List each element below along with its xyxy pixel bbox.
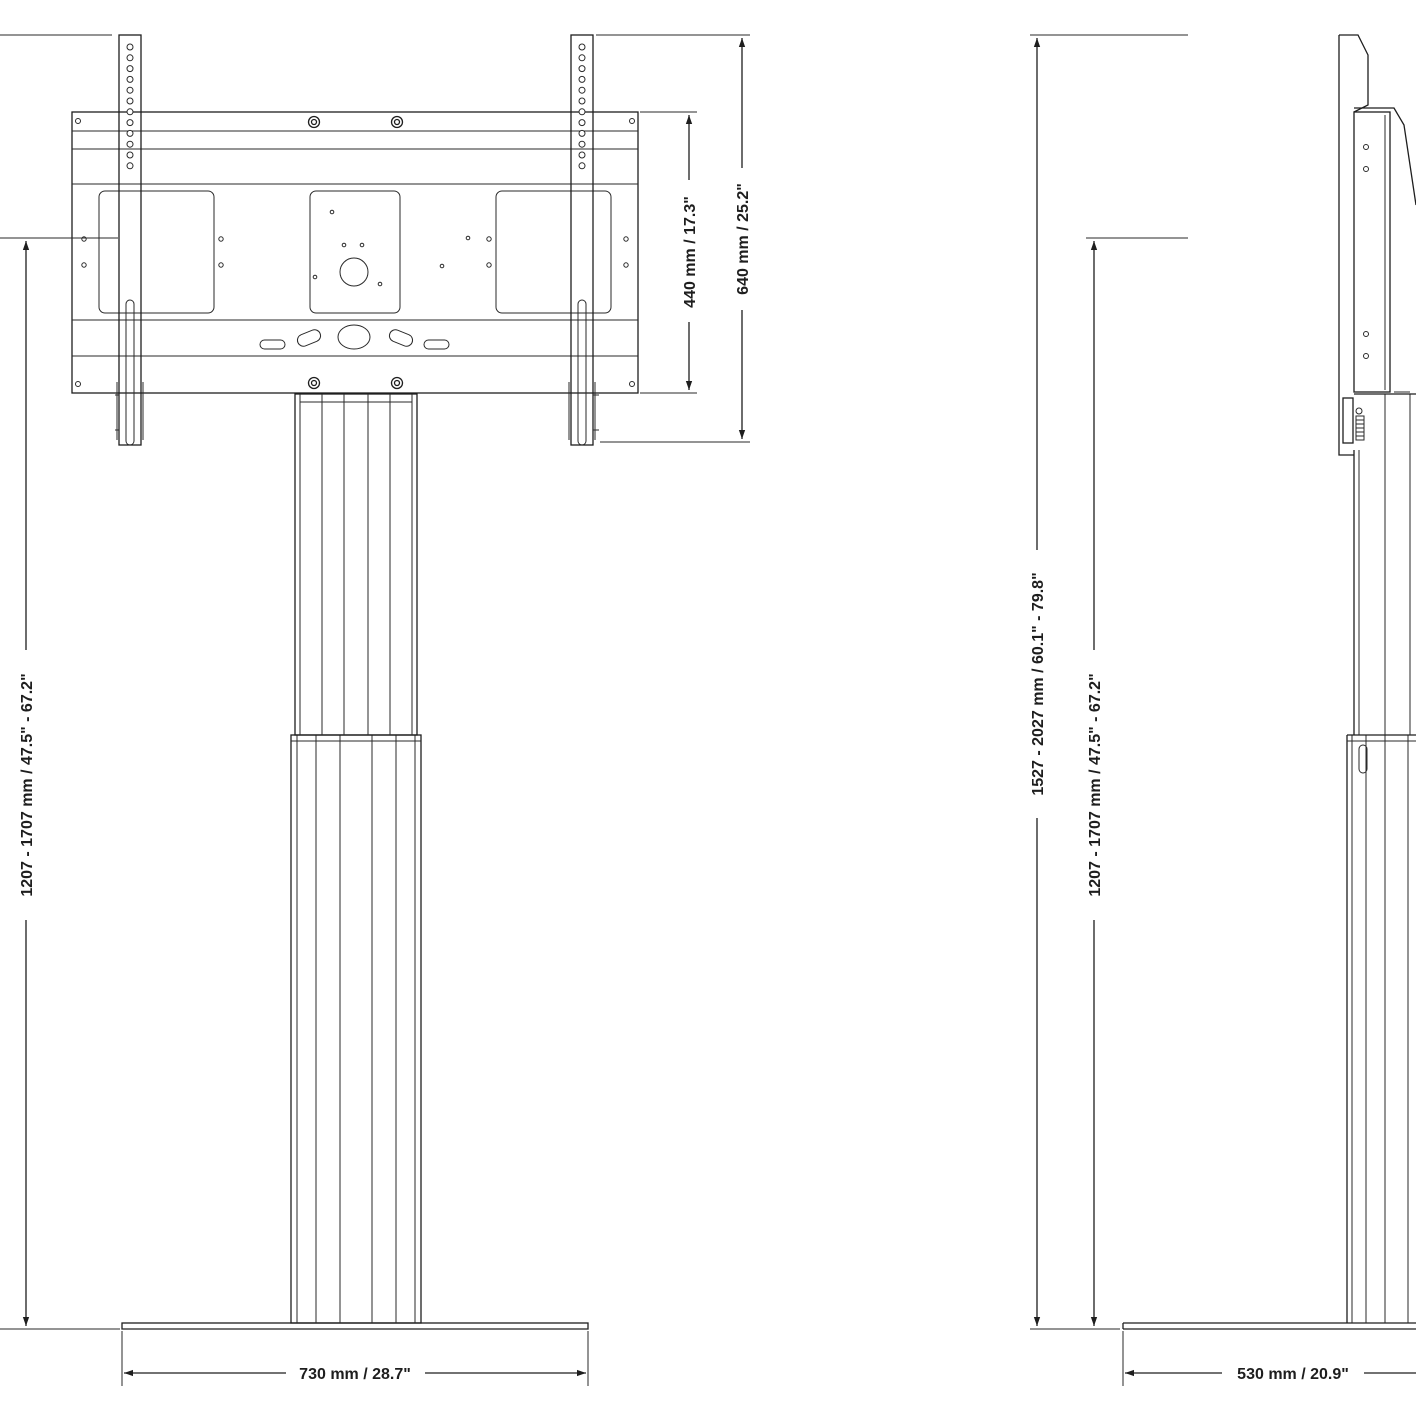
bracket-hole	[578, 54, 586, 62]
bracket-hole	[126, 151, 134, 159]
front-base-width-dimension: 730 mm / 28.7"	[121, 1331, 589, 1386]
side-overall-height-label: 1527 - 2027 mm / 60.1" - 79.8"	[1030, 572, 1047, 795]
front-mount-plate	[71, 111, 639, 394]
front-bolts	[307, 115, 404, 390]
bracket-hole	[578, 162, 586, 170]
bracket-hole	[126, 75, 134, 83]
bracket-hole	[126, 97, 134, 105]
front-column	[290, 393, 422, 1324]
front-height-dimension: 1207 - 1707 mm / 47.5" - 67.2"	[0, 34, 120, 1330]
side-base-plate	[1122, 1322, 1416, 1330]
bracket-hole	[578, 43, 586, 51]
bracket-hole	[126, 129, 134, 137]
side-base-depth-label: 530 mm / 20.9"	[1237, 1366, 1349, 1383]
front-base-plate	[121, 1322, 589, 1330]
bracket-hole	[126, 108, 134, 116]
bracket-holes	[126, 43, 586, 170]
bracket-hole	[578, 97, 586, 105]
bracket-hole	[578, 129, 586, 137]
bracket-hole	[578, 86, 586, 94]
side-overall-height-dimension: 1527 - 2027 mm / 60.1" - 79.8"	[1030, 34, 1188, 1330]
front-height-label: 1207 - 1707 mm / 47.5" - 67.2"	[19, 673, 36, 896]
front-right-bracket	[568, 34, 599, 446]
bracket-height-label: 640 mm / 25.2"	[735, 183, 752, 295]
front-base-width-label: 730 mm / 28.7"	[299, 1366, 411, 1383]
bracket-hole	[126, 65, 134, 73]
bracket-hole	[578, 65, 586, 73]
bracket-hole	[578, 140, 586, 148]
bracket-hole	[126, 140, 134, 148]
bracket-height-dimension: 640 mm / 25.2"	[596, 34, 752, 443]
bracket-hole	[578, 75, 586, 83]
front-view: 730 mm / 28.7" 1207 - 1707 mm / 47.5" - …	[0, 34, 752, 1386]
side-height-dimension: 1207 - 1707 mm / 47.5" - 67.2"	[1086, 237, 1188, 1326]
bracket-hole	[578, 151, 586, 159]
side-screen-bracket	[1338, 34, 1416, 456]
bracket-hole	[126, 54, 134, 62]
bracket-hole	[578, 119, 586, 127]
side-view: 1527 - 2027 mm / 60.1" - 79.8" 1207 - 17…	[1030, 34, 1416, 1386]
bracket-hole	[578, 108, 586, 116]
front-left-bracket	[115, 34, 144, 446]
bracket-hole	[126, 86, 134, 94]
bracket-hole	[126, 43, 134, 51]
bracket-hole	[126, 162, 134, 170]
side-height-label: 1207 - 1707 mm / 47.5" - 67.2"	[1087, 673, 1104, 896]
bracket-hole	[126, 119, 134, 127]
side-column	[1346, 393, 1416, 1323]
vesa-height-dimension: 440 mm / 17.3"	[640, 111, 699, 394]
vesa-height-label: 440 mm / 17.3"	[682, 196, 699, 308]
side-base-depth-dimension: 530 mm / 20.9"	[1122, 1331, 1416, 1386]
